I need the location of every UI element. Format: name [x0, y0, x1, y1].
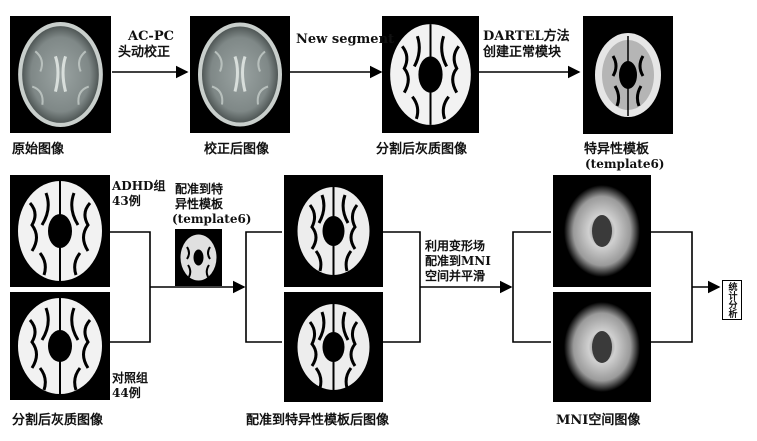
merge-registered [383, 231, 421, 343]
warp-step-label-b: 配准到MNI [425, 254, 491, 268]
template-thumbnail [175, 229, 222, 286]
correction-step-label-a: AC-PC [128, 29, 174, 44]
registered-image-bottom [284, 292, 383, 402]
warp-step-label-c: 空间并平滑 [425, 269, 486, 283]
mni-image-top [553, 175, 651, 287]
specific-template-image [583, 16, 673, 134]
original-image-label: 原始图像 [12, 142, 65, 157]
registered-image-top [284, 175, 383, 287]
corrected-image [190, 16, 290, 133]
original-image [10, 16, 111, 133]
specific-template-label: 特异性模板 [584, 142, 650, 157]
adhd-count-label: 43例 [112, 194, 141, 208]
bottom-segmented-label: 分割后灰质图像 [12, 413, 104, 428]
control-segmented-image [10, 292, 110, 400]
mni-image-bottom [553, 292, 651, 402]
dartel-label-a: DARTEL方法 [483, 29, 570, 44]
specific-template-sublabel: (template6) [585, 157, 665, 171]
merge-to-template [110, 231, 151, 343]
segmented-gray-matter-image [382, 16, 479, 133]
split-to-registered [245, 231, 282, 343]
statistical-analysis-label: 统计分析 [726, 282, 737, 318]
mni-image-label: MNI空间图像 [556, 413, 641, 428]
register-step-label-c: (template6) [172, 212, 252, 226]
register-step-label-a: 配准到特 [175, 182, 224, 196]
merge-mni [650, 231, 693, 343]
correction-step-label-b: 头动校正 [118, 45, 171, 60]
new-segment-label: New segment [296, 32, 395, 47]
warp-step-label-a: 利用变形场 [425, 239, 486, 253]
split-to-mni [512, 231, 551, 343]
adhd-segmented-image [10, 175, 110, 287]
dartel-label-b: 创建正常模块 [483, 45, 562, 60]
segmented-image-label: 分割后灰质图像 [376, 142, 468, 157]
register-step-label-b: 异性模板 [175, 197, 224, 211]
control-count-label: 44例 [112, 386, 141, 400]
adhd-group-label: ADHD组 [112, 179, 166, 193]
control-group-label: 对照组 [112, 371, 149, 385]
statistical-analysis-box: 统计分析 [722, 280, 742, 320]
corrected-image-label: 校正后图像 [204, 142, 270, 157]
registered-image-label: 配准到特异性模板后图像 [246, 413, 390, 428]
